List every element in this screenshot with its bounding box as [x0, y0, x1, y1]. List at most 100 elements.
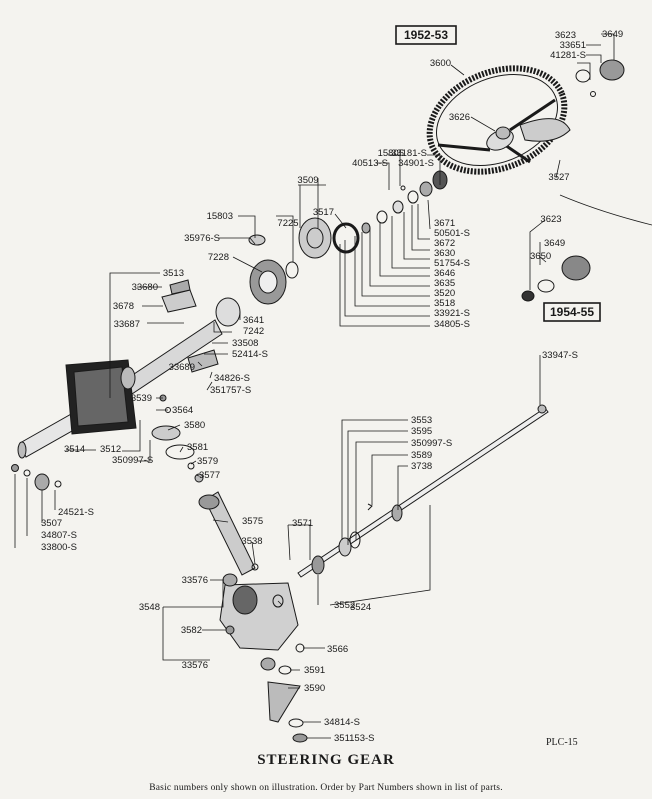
bolt-24521: [54, 480, 62, 488]
bushing-33576-top: [222, 573, 238, 587]
part-label-3524: 3524: [350, 602, 371, 613]
part-label-3623: 3623: [555, 30, 576, 41]
pitman-arm-3590: [267, 681, 301, 723]
gasket-3581: [165, 444, 195, 460]
leader-lines: [14, 33, 615, 739]
part-label-3649: 3649: [602, 29, 623, 40]
part-label-3738: 3738: [411, 461, 432, 472]
part-label-3571: 3571: [292, 518, 313, 529]
bracket-33680: [169, 279, 191, 295]
part-label-3520: 3520: [434, 288, 455, 299]
steering-wheel-spokes: [437, 98, 556, 164]
year-box-1952-53: 1952-53: [404, 28, 448, 42]
steering-shaft-3524: [297, 407, 549, 578]
year-box-1954-55: 1954-55: [550, 305, 594, 319]
part-label-3582: 3582: [181, 625, 202, 636]
part-label-51754-s: 51754-S: [434, 258, 470, 269]
washer-34814: [288, 718, 304, 728]
ball-33800: [11, 464, 19, 472]
sector-head: [198, 494, 220, 510]
bearing-3509: [298, 217, 332, 259]
part-label-33651: 33651: [560, 40, 586, 51]
column-collar: [120, 366, 136, 390]
retainer-inner-7228: [258, 270, 278, 294]
year-box-1952-frame: [395, 25, 457, 45]
part-label-33576: 33576: [182, 575, 208, 586]
toe-plate-face: [73, 366, 129, 427]
washer-3517: [332, 222, 360, 254]
part-label-3600: 3600: [430, 58, 451, 69]
horn-cap-ring-1952: [575, 69, 591, 83]
part-label-3623: 3623: [540, 214, 561, 225]
part-label-3635: 3635: [434, 278, 455, 289]
part-label-3650: 3650: [530, 251, 551, 262]
part-label-33947-s: 33947-S: [542, 350, 578, 361]
steering-wheel-rim: [426, 65, 568, 175]
part-label-3641: 3641: [243, 315, 264, 326]
bushing-7225: [285, 261, 299, 279]
shaft-bearing-3595: [349, 531, 361, 549]
ball-34807: [23, 469, 31, 477]
part-label-7225: 7225: [277, 218, 298, 229]
part-label-33689: 33689: [169, 362, 195, 373]
part-label-33680: 33680: [132, 282, 158, 293]
shaft-bearing-3571: [311, 555, 325, 575]
bushing-33576-bottom: [260, 657, 276, 671]
nut-3577: [194, 473, 204, 483]
part-label-3672: 3672: [434, 238, 455, 249]
part-label-50501-s: 50501-S: [434, 228, 470, 239]
part-label-34814-s: 34814-S: [324, 717, 360, 728]
cup-3552: [272, 594, 284, 608]
diagram-title: STEERING GEAR: [257, 752, 395, 768]
gear-housing-3548: [219, 582, 299, 651]
part-label-3566: 3566: [327, 644, 348, 655]
part-label-3626: 3626: [449, 112, 470, 123]
washer-3630: [392, 200, 404, 214]
part-label-350997-s: 350997-S: [411, 438, 452, 449]
part-label-3518: 3518: [434, 298, 455, 309]
part-label-3646: 3646: [434, 268, 455, 279]
part-label-34805-s: 34805-S: [434, 319, 470, 330]
part-label-33508: 33508: [232, 338, 258, 349]
part-label-3509: 3509: [297, 175, 318, 186]
part-label-351153-s: 351153-S: [334, 733, 375, 744]
bearing-inner-3509: [306, 227, 324, 249]
part-label-15805: 15805: [378, 148, 404, 159]
part-label-3513: 3513: [163, 268, 184, 279]
bracket-3678: [161, 289, 197, 313]
part-label-3553: 3553: [411, 415, 432, 426]
nut-351153: [292, 733, 308, 743]
column-end-cap: [17, 441, 27, 459]
part-label-351757-s: 351757-S: [210, 385, 251, 396]
horn-screw-1952: [590, 91, 596, 97]
shaft-nut-3738: [391, 504, 403, 522]
part-label-34901-s: 34901-S: [398, 158, 434, 169]
part-label-34807-s: 34807-S: [41, 530, 77, 541]
part-label-3539: 3539: [131, 393, 152, 404]
sector-shaft-3575: [204, 491, 256, 576]
year-box-1954-frame: [543, 302, 601, 322]
part-label-3527: 3527: [548, 172, 569, 183]
paper-edge: [559, 194, 652, 226]
washer-3672: [407, 190, 419, 204]
part-label-3649: 3649: [544, 238, 565, 249]
part-label-7228: 7228: [208, 252, 229, 263]
part-label-3507: 3507: [41, 518, 62, 529]
lock-3641: [215, 297, 241, 327]
part-label-3564: 3564: [172, 405, 193, 416]
part-label-3589: 3589: [411, 450, 432, 461]
washer-3646: [361, 222, 371, 234]
washer-3671: [419, 181, 433, 197]
part-label-3512: 3512: [100, 444, 121, 455]
part-label-33576: 33576: [182, 660, 208, 671]
part-label-15803: 15803: [207, 211, 233, 222]
footnote: Basic numbers only shown on illustration…: [149, 783, 503, 793]
horn-ring-3627: [519, 118, 571, 142]
part-label-3552: 3552: [334, 600, 355, 611]
part-label-7242: 7242: [243, 326, 264, 337]
horn-cap-1952: [599, 59, 625, 81]
part-label-40513-s: 40513-S: [352, 158, 388, 169]
part-label-35976-s: 35976-S: [184, 233, 220, 244]
part-label-3538: 3538: [241, 536, 262, 547]
